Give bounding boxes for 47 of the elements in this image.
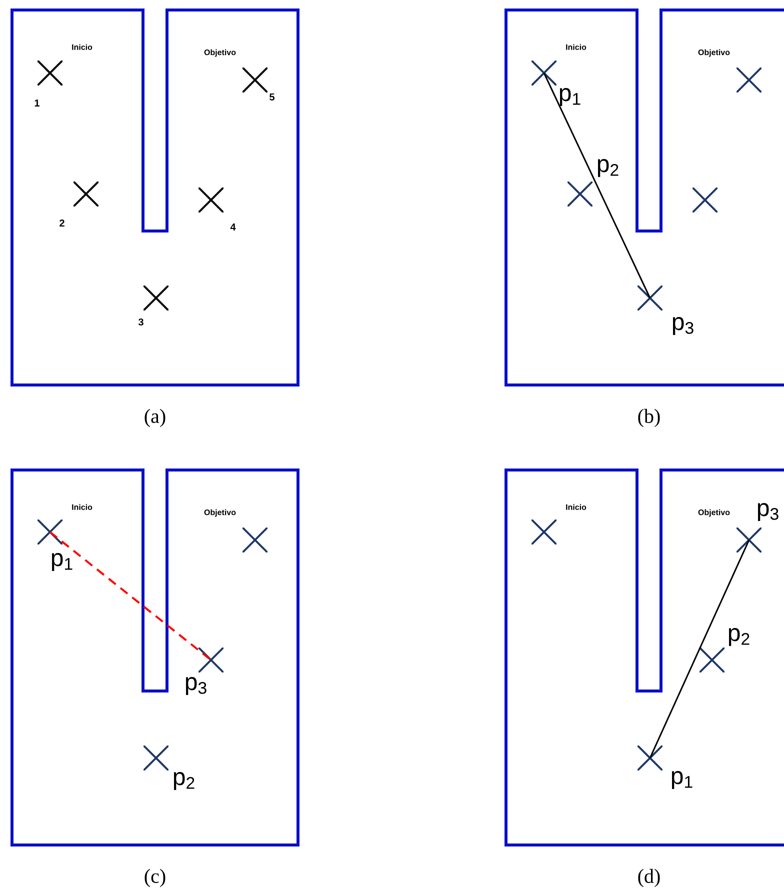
cross-mark — [242, 68, 268, 92]
area-label: Inicio — [72, 44, 92, 50]
connecting-line — [649, 540, 750, 758]
point-label: 5 — [270, 94, 274, 100]
point-label: p$_{1}$ — [52, 553, 72, 571]
point-label: p$_{2}$ — [174, 772, 194, 790]
cross-mark — [568, 182, 592, 206]
point-label: p$_{1}$ — [672, 771, 692, 789]
cross-mark — [198, 188, 224, 212]
area-label: Inicio — [72, 504, 92, 510]
cross-mark — [700, 648, 724, 672]
point-label: p$_{3}$ — [672, 317, 694, 335]
area-label: Objetivo — [698, 509, 730, 517]
panel-caption: (b) — [638, 408, 660, 428]
cross-mark — [74, 182, 98, 206]
cross-mark — [38, 520, 62, 544]
area-label: Inicio — [566, 504, 586, 510]
cross-mark — [736, 528, 762, 552]
area-label: Inicio — [566, 44, 586, 50]
point-label: p$_{2}$ — [728, 628, 750, 646]
panel-caption: (d) — [638, 868, 660, 888]
cross-mark — [532, 60, 556, 86]
connecting-line — [49, 531, 212, 661]
point-label: 1 — [34, 100, 40, 106]
cross-mark — [38, 60, 62, 86]
point-label: p$_{1}$ — [560, 88, 580, 106]
cross-mark — [198, 648, 224, 672]
cross-mark — [242, 528, 268, 552]
panel-caption: (c) — [144, 868, 166, 888]
point-label: 4 — [230, 224, 236, 230]
point-label: 3 — [138, 318, 144, 326]
cross-mark — [144, 746, 168, 770]
cross-mark — [144, 286, 168, 310]
cross-mark — [638, 746, 662, 770]
point-label: 2 — [60, 220, 64, 226]
area-label: Objetivo — [204, 49, 236, 57]
cross-mark — [736, 68, 762, 92]
connecting-line — [543, 72, 651, 298]
panel-caption: (a) — [144, 408, 166, 428]
point-label: p$_{3}$ — [758, 503, 778, 521]
cross-mark — [638, 286, 662, 310]
cross-mark — [532, 520, 556, 544]
point-label: p$_{3}$ — [186, 677, 206, 695]
area-label: Objetivo — [204, 509, 236, 517]
cross-mark — [692, 188, 718, 212]
area-label: Objetivo — [698, 49, 730, 57]
point-label: p$_{2}$ — [598, 159, 618, 177]
